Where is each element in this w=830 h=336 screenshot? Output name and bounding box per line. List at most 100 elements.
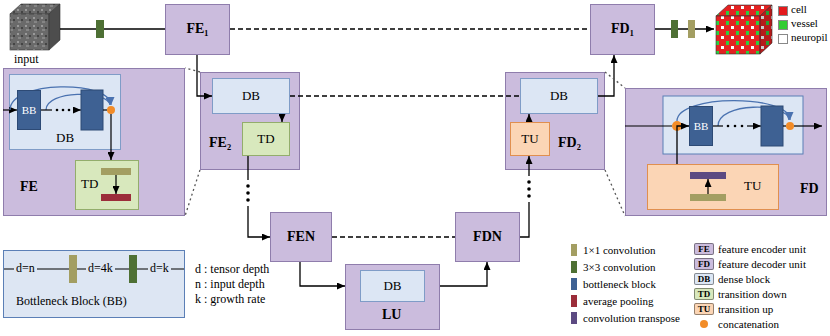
connector [332, 236, 455, 237]
dense-block: DB [360, 270, 425, 302]
dense-block-frame [663, 96, 803, 154]
legend-text: 3×3 convolution [583, 260, 656, 274]
node-label: LU [382, 307, 401, 323]
connector [598, 55, 614, 96]
node-label: TD [81, 177, 98, 192]
wire [4, 268, 184, 269]
legend-swatch [571, 244, 577, 256]
legend-text: cell [791, 2, 807, 16]
ellipsis-dot [527, 194, 531, 198]
connector [300, 262, 345, 286]
latent-unit: LU DB [345, 264, 440, 330]
connector [528, 114, 529, 122]
node-label: BB [22, 104, 37, 117]
dense-block: DB [212, 78, 290, 114]
node-label: TU [744, 179, 761, 194]
wire [110, 114, 111, 150]
conv1x1-symbol [69, 255, 77, 283]
bottleneck-detail [4, 255, 184, 283]
legend-text: convolution transpose [583, 311, 680, 325]
node-label: d=k [148, 262, 171, 276]
node-label: DB [56, 131, 74, 146]
node-label: FD₁ [611, 21, 634, 37]
node-label: TU [521, 132, 538, 147]
legend-swatch [700, 320, 708, 328]
legend-tag: FD [694, 258, 714, 270]
decoder-unit: FD₂DBTU [505, 72, 605, 170]
conv3x3-symbol [671, 20, 678, 38]
ellipsis-dot [56, 109, 59, 112]
bottleneck-block: BB [689, 106, 713, 146]
legend-text: 1×1 convolution [583, 243, 656, 257]
bottleneck-symbol [761, 106, 783, 146]
connector [290, 95, 520, 96]
node-label: d=4k [86, 262, 115, 276]
node-label: FE₁ [186, 21, 208, 37]
legend-text: transition down [718, 287, 787, 301]
note: k : growth rate [195, 292, 265, 306]
gap-patch [524, 176, 534, 202]
legend-text: bottleneck block [583, 277, 656, 291]
node-label: DB [242, 89, 260, 104]
legend-text: feature decoder unit [718, 257, 806, 271]
legend-swatch [571, 312, 577, 324]
wire [713, 125, 723, 126]
legend-swatch [571, 295, 577, 307]
conv3x3-symbol [96, 20, 104, 38]
legend-tag: FE [694, 243, 714, 255]
connector [605, 72, 625, 216]
node-label: DB [383, 279, 401, 294]
node-label: BB [694, 120, 709, 133]
wire [655, 28, 714, 29]
conv-transpose-symbol [690, 172, 726, 179]
wire [707, 179, 708, 194]
wire [625, 125, 672, 126]
legend-swatch [571, 278, 577, 290]
wire [794, 125, 822, 126]
ellipsis-dot [527, 187, 531, 191]
legend-text: dense block [718, 272, 770, 286]
legend-text: transition up [718, 302, 773, 316]
ellipsis-dot [62, 109, 65, 112]
node-label: FEN [287, 229, 315, 245]
legend-text: average pooling [583, 294, 654, 308]
connector [197, 55, 212, 96]
legend-swatch [778, 6, 788, 16]
input-volume [10, 4, 60, 50]
gap-patch [243, 180, 253, 206]
legend-text: vessel [791, 16, 818, 30]
legend-tag: TD [694, 288, 714, 300]
ellipsis-dot [741, 125, 744, 128]
legend-text: concatenation [718, 317, 779, 331]
conv1x1-symbol [688, 20, 695, 38]
node-label: DB [550, 89, 568, 104]
wire [747, 125, 761, 126]
decoder-unit: FDN [455, 212, 520, 262]
bottleneck-symbol [81, 90, 103, 130]
node-label: d=n [14, 262, 37, 276]
connector [440, 262, 487, 286]
ellipsis-dot [246, 198, 250, 202]
legend-tag: TU [694, 303, 714, 315]
ellipsis-dot [246, 191, 250, 195]
node-label: FDN [473, 229, 502, 245]
output-volume [716, 5, 772, 54]
concatenation-dot [107, 106, 115, 114]
volume-face [760, 5, 772, 54]
encoder-unit: FE₁ [165, 4, 230, 55]
wire [783, 125, 786, 126]
legend-tag: DB [694, 273, 714, 285]
bottleneck-diagram: d=n d=4k d=kBottleneck Block (BB) [3, 250, 185, 318]
node-label: Bottleneck Block (BB) [14, 295, 129, 309]
legend-swatch [778, 34, 788, 44]
ellipsis-dot [734, 125, 737, 128]
volume-shade [760, 5, 772, 54]
connector [185, 68, 200, 216]
encoder-unit: FEN [270, 212, 332, 262]
dense-block: DB BB [9, 74, 121, 150]
node-label: FD [800, 181, 819, 197]
transition-down: TD [75, 160, 139, 210]
